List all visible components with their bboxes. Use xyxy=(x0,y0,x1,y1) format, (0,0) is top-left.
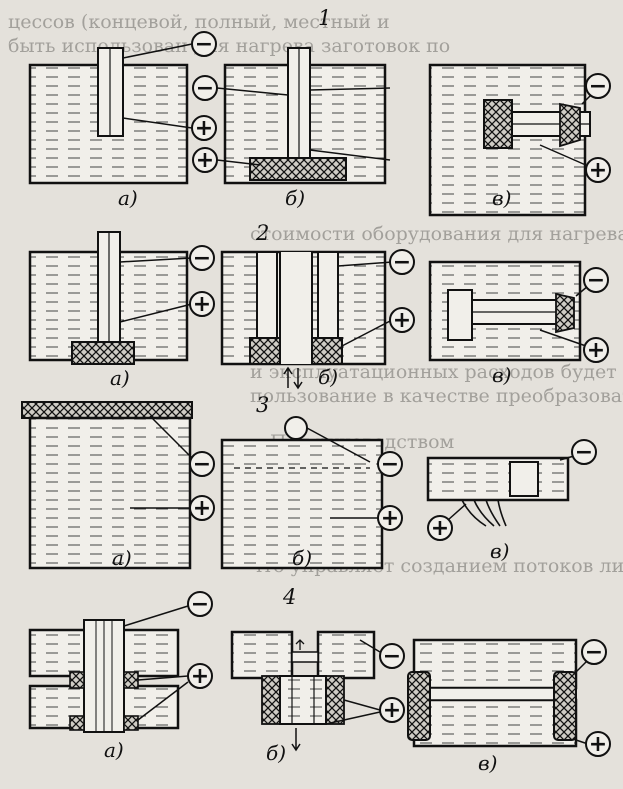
plus-sign: + xyxy=(589,732,607,757)
plus-sign: + xyxy=(196,148,214,173)
panel-label: в) xyxy=(478,751,497,775)
panel-label: в) xyxy=(492,363,511,387)
panel-2b: − + б) xyxy=(220,249,415,390)
panel-1c: − + в) xyxy=(428,63,611,217)
panel-label: а) xyxy=(104,738,124,762)
panel-label: б) xyxy=(318,365,338,389)
minus-sign: − xyxy=(589,74,607,99)
panel-4c: − + в) xyxy=(407,638,611,775)
minus-sign: − xyxy=(195,32,213,57)
row-4: 4 − + а) xyxy=(28,585,611,775)
minus-sign: − xyxy=(196,76,214,101)
row-number: 1 xyxy=(318,6,331,30)
minus-sign: − xyxy=(381,452,399,477)
panel-2c: − + в) xyxy=(428,260,609,387)
minus-sign: − xyxy=(383,644,401,669)
minus-sign: − xyxy=(193,246,211,271)
plus-sign: + xyxy=(193,292,211,317)
panel-3c: − + в) xyxy=(426,439,597,563)
minus-sign: − xyxy=(193,452,211,477)
panel-1b: − + б) xyxy=(192,47,391,210)
plus-sign: + xyxy=(431,516,449,541)
row-2: 2 − + а) xyxy=(28,221,609,390)
panel-4a: − + а) xyxy=(28,591,213,762)
panel-label: б) xyxy=(285,186,305,210)
panel-3b: − + б) xyxy=(220,416,403,570)
plus-sign: + xyxy=(191,664,209,689)
row-number: 4 xyxy=(282,585,296,609)
panel-label: а) xyxy=(118,186,138,210)
minus-sign: − xyxy=(191,592,209,617)
panel-label: в) xyxy=(490,539,509,563)
minus-sign: − xyxy=(393,250,411,275)
panel-label: б) xyxy=(292,546,312,570)
plus-sign: + xyxy=(193,496,211,521)
minus-sign: − xyxy=(587,268,605,293)
row-number: 3 xyxy=(256,393,269,417)
panel-1a: − + а) xyxy=(28,31,217,210)
plus-sign: + xyxy=(587,338,605,363)
panel-4b: − + б) xyxy=(230,630,405,765)
row-1: − + а) 1 − + б) xyxy=(28,6,611,217)
panel-label: б) xyxy=(266,741,286,765)
bg-line: пользование в качестве преобразователя xyxy=(250,385,623,407)
minus-sign: − xyxy=(585,640,603,665)
bg-line: цессов (концевой, полный, местный и xyxy=(8,11,390,33)
plus-sign: + xyxy=(381,506,399,531)
panel-label: а) xyxy=(110,366,130,390)
bg-line: и эксплуатационных расходов будет способ xyxy=(250,361,623,383)
minus-sign: − xyxy=(575,440,593,465)
row-number: 2 xyxy=(255,221,269,245)
row-3: 3 − + а) − xyxy=(21,393,597,570)
plus-sign: + xyxy=(589,158,607,183)
bg-line: быть использован для нагрева заготовок п… xyxy=(8,35,450,57)
plus-sign: + xyxy=(393,308,411,333)
panel-2a: − + а) xyxy=(28,231,215,390)
panel-3a: − + а) xyxy=(21,401,215,570)
background-text: цессов (концевой, полный, местный и быть… xyxy=(8,11,623,577)
bg-line: стоимости оборудования для нагрева и xyxy=(250,223,623,245)
plus-sign: + xyxy=(383,698,401,723)
panel-label: в) xyxy=(492,186,511,210)
plus-sign: + xyxy=(195,116,213,141)
panel-label: а) xyxy=(112,546,132,570)
